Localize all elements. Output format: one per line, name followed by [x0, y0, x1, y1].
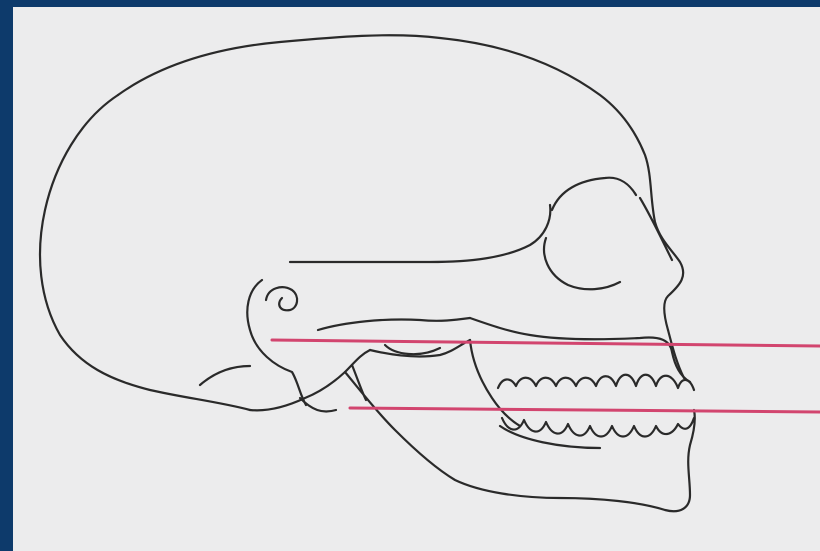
- upper-reference-line: [272, 340, 820, 346]
- cranium-outline: [118, 35, 683, 330]
- upper-teeth: [498, 375, 694, 390]
- condyle-notch: [385, 345, 440, 354]
- maxilla-outline: [470, 318, 690, 382]
- orbit-outline: [552, 178, 636, 210]
- mandible-outline: [345, 372, 695, 511]
- maxilla-front: [668, 330, 684, 378]
- lower-teeth: [502, 418, 694, 437]
- ear-inner-curve: [266, 287, 297, 310]
- suture-line: [200, 366, 250, 385]
- occipital-outline: [40, 95, 250, 410]
- orbit-rim: [544, 238, 620, 289]
- zygomatic-arch: [318, 318, 470, 330]
- nasal-bone: [640, 198, 672, 260]
- lower-reference-line: [350, 408, 820, 412]
- temporal-line: [290, 205, 550, 262]
